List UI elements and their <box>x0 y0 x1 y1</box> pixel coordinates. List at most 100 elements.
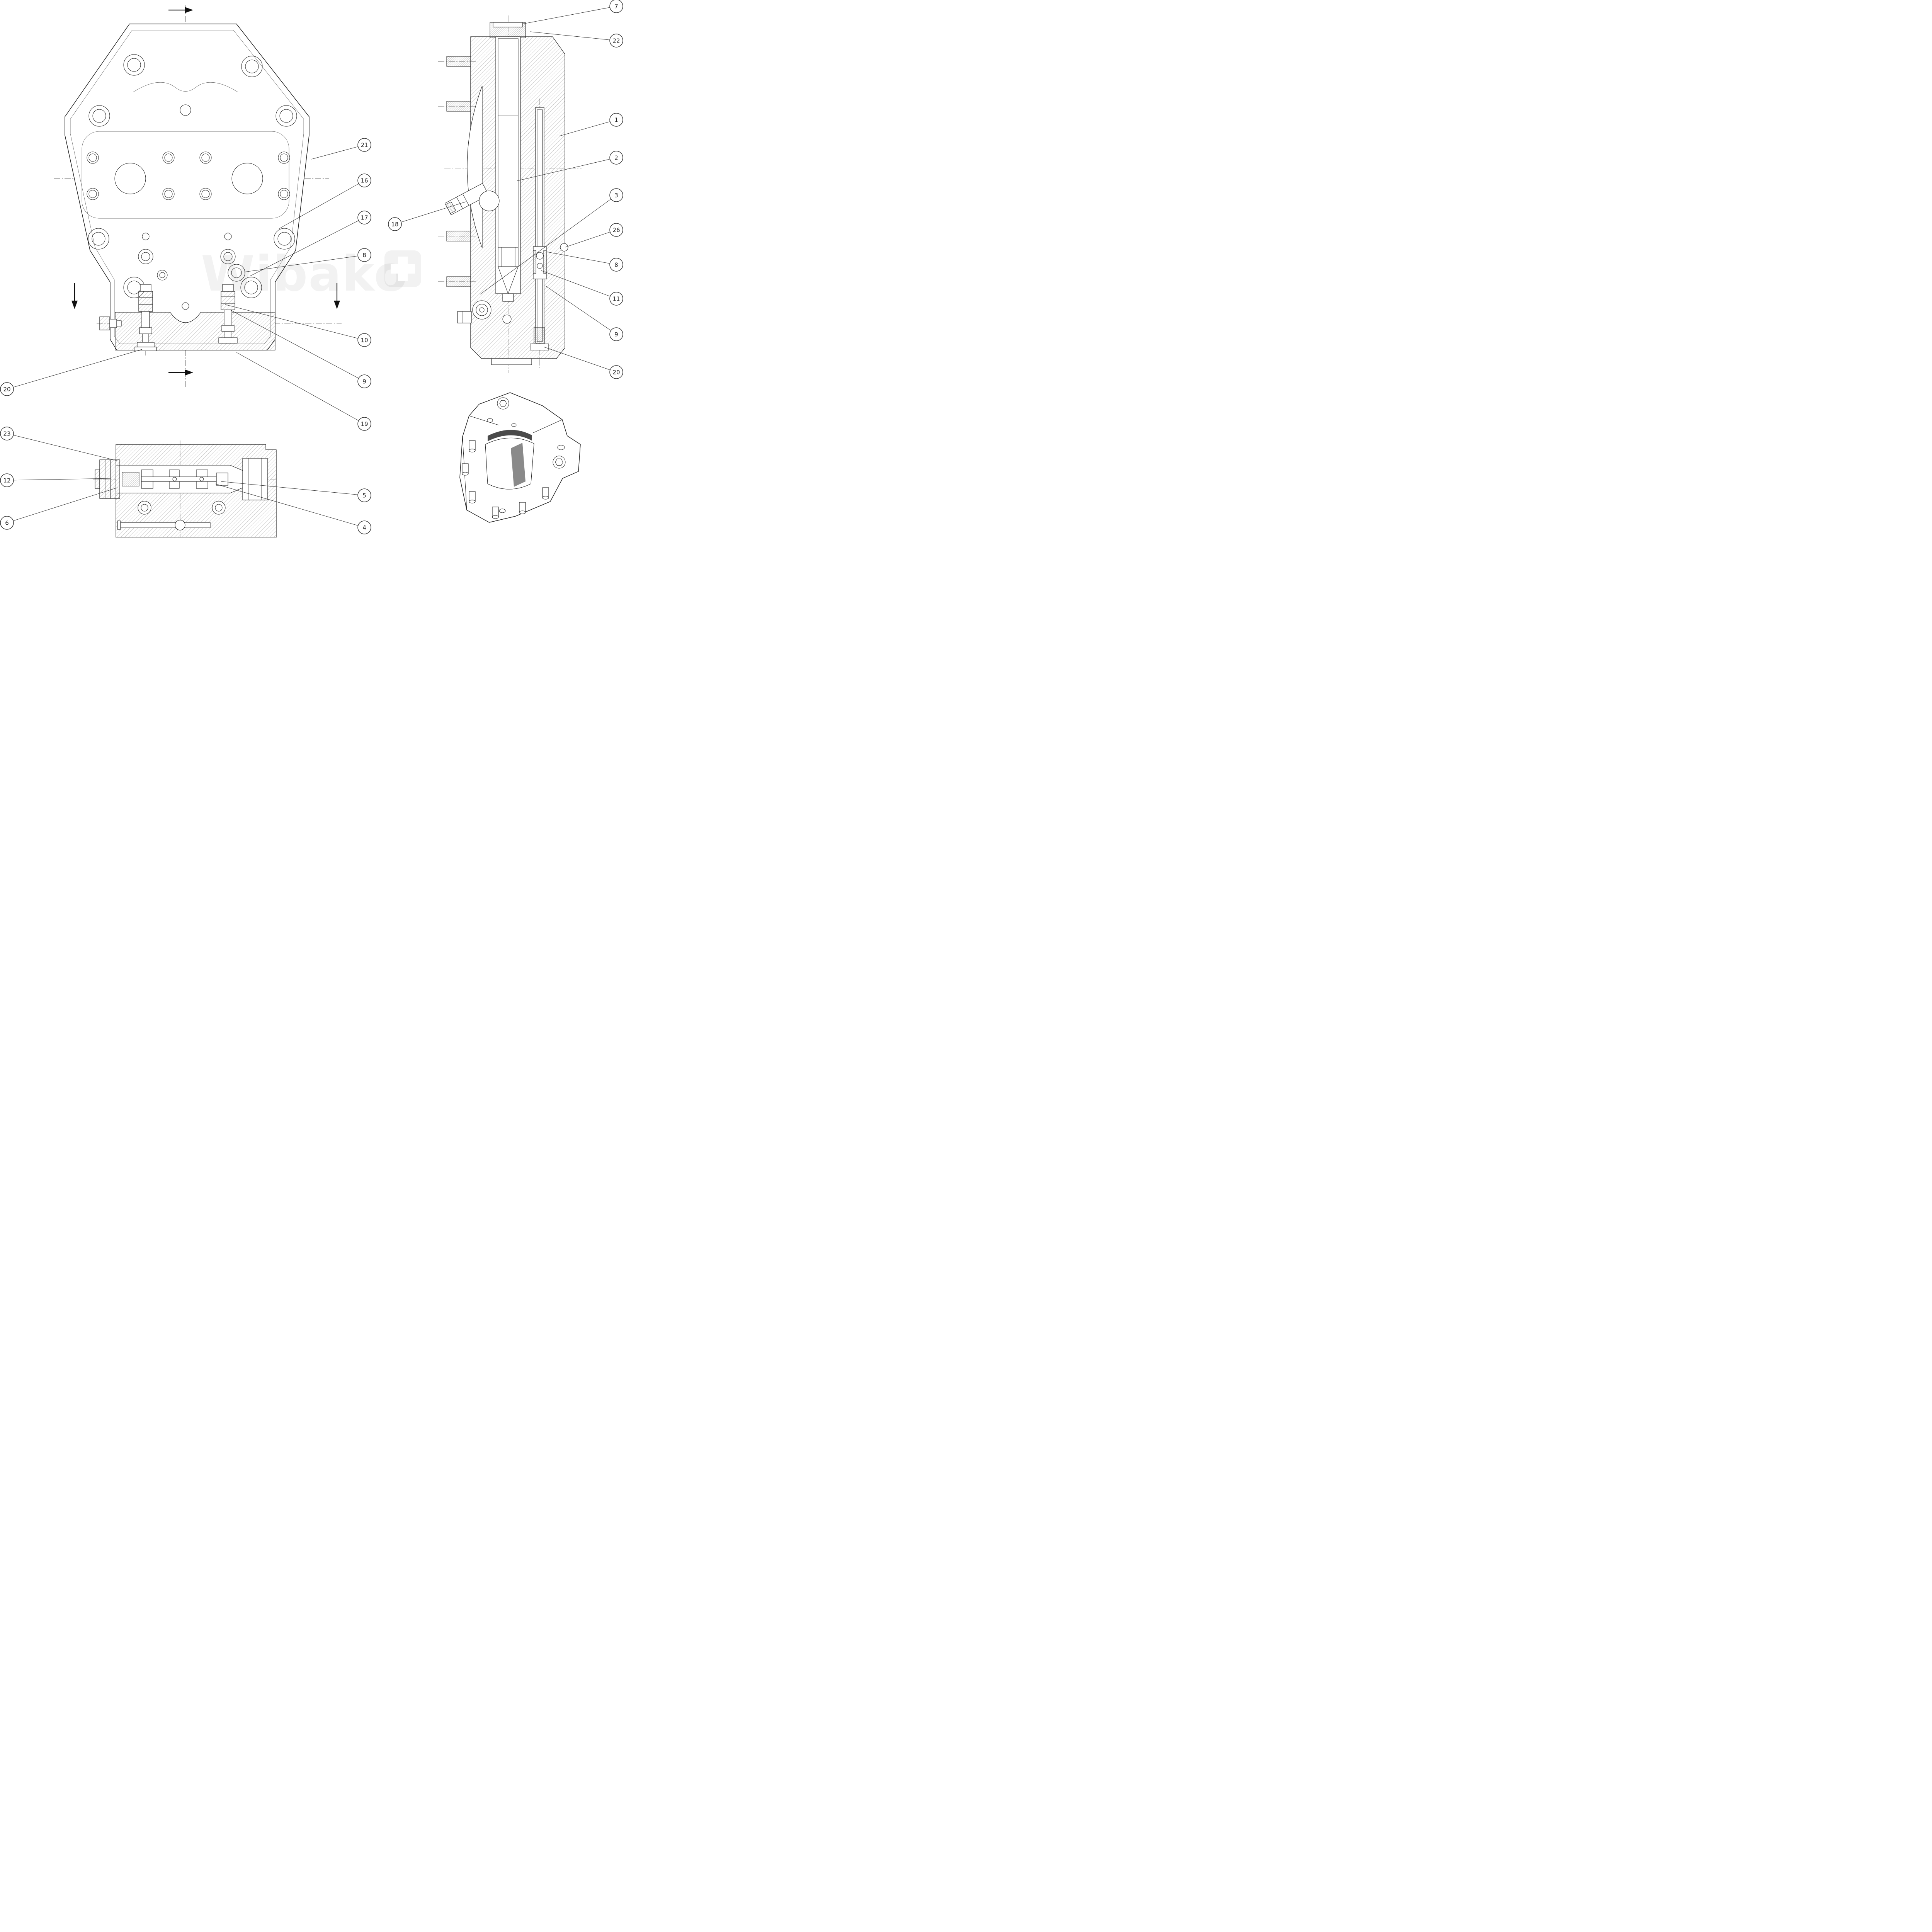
callout-number: 7 <box>614 3 618 10</box>
valve-cartridge-right <box>218 284 238 344</box>
callout-balloon-7: 7 <box>609 0 623 13</box>
leader-line <box>395 201 466 224</box>
callout-balloon-26: 26 <box>609 223 623 237</box>
leader-line <box>224 304 365 340</box>
callout-number: 22 <box>612 37 620 44</box>
leader-line <box>221 481 365 496</box>
callout-number: 11 <box>612 296 620 303</box>
port-holes <box>87 104 290 282</box>
callout-number: 5 <box>362 492 366 499</box>
callout-number: 2 <box>614 155 618 162</box>
callout-number: 18 <box>391 221 398 228</box>
callout-balloon-9: 9 <box>609 327 623 341</box>
callout-balloon-17: 17 <box>357 211 371 224</box>
valve-cartridge-left <box>134 284 157 351</box>
callout-number: 20 <box>3 386 10 393</box>
callout-number: 17 <box>361 214 368 221</box>
callout-balloon-19: 19 <box>357 417 371 431</box>
watermark: Wibako <box>201 245 421 302</box>
callout-balloon-20: 20 <box>0 382 14 396</box>
leader-line <box>7 349 143 389</box>
leader-line <box>244 255 365 272</box>
callout-number: 6 <box>5 520 9 527</box>
side-plug <box>99 316 122 330</box>
callout-number: 8 <box>362 252 366 259</box>
section-arrow-bottom <box>168 369 193 376</box>
callout-balloon-1: 1 <box>609 113 623 127</box>
leader-line <box>230 310 365 382</box>
callout-balloon-8: 8 <box>357 248 371 262</box>
studs <box>462 440 549 519</box>
leader-line <box>7 433 117 461</box>
callout-balloon-18: 18 <box>388 217 402 231</box>
callout-balloon-23: 23 <box>0 427 14 440</box>
leader-line <box>517 157 617 181</box>
callout-balloon-22: 22 <box>609 34 623 48</box>
front-view <box>54 5 342 388</box>
mounting-bolts <box>438 56 476 287</box>
callout-balloon-5: 5 <box>357 488 371 502</box>
leader-line <box>311 145 365 160</box>
callout-balloon-11: 11 <box>609 292 623 306</box>
leader-line <box>522 6 617 24</box>
leader-line <box>214 483 365 528</box>
callout-balloon-2: 2 <box>609 151 623 165</box>
callout-number: 8 <box>614 262 618 269</box>
leader-line <box>565 230 617 248</box>
leader-line <box>250 217 365 276</box>
callout-number: 1 <box>614 117 618 124</box>
callout-number: 26 <box>612 227 620 234</box>
callout-balloon-10: 10 <box>357 333 371 347</box>
relief-valve-channel <box>530 107 549 350</box>
callout-balloon-4: 4 <box>357 520 371 534</box>
leader-line <box>7 487 118 523</box>
callout-balloon-3: 3 <box>609 188 623 202</box>
callout-number: 20 <box>612 369 620 376</box>
callout-balloon-12: 12 <box>0 473 14 487</box>
leader-line <box>544 347 617 372</box>
callout-number: 16 <box>361 177 368 184</box>
valve-section-view <box>93 440 278 537</box>
callout-number: 12 <box>3 477 10 484</box>
callout-number: 9 <box>614 331 618 338</box>
hex-bolt-top <box>497 397 509 410</box>
leader-line <box>236 352 365 424</box>
leader-line <box>7 478 111 481</box>
callout-number: 4 <box>362 524 366 531</box>
leader-line <box>545 286 617 335</box>
lower-boss <box>457 300 532 365</box>
hex-nut-side <box>487 418 566 513</box>
valve-spool <box>141 469 228 489</box>
saddle-surface <box>485 430 534 490</box>
callout-balloon-8: 8 <box>609 258 623 272</box>
section-arrow-right <box>334 283 340 309</box>
leader-line <box>541 270 617 299</box>
bore-arc <box>467 85 483 248</box>
port-fitting <box>444 183 489 215</box>
callout-balloon-6: 6 <box>0 516 14 530</box>
leader-line <box>480 195 617 295</box>
cylinder-bore <box>495 36 521 302</box>
lower-features <box>117 501 226 531</box>
callout-number: 3 <box>614 192 618 199</box>
leader-line <box>559 119 617 136</box>
callout-balloon-9: 9 <box>357 374 371 388</box>
callout-number: 19 <box>361 421 368 428</box>
leader-line <box>279 180 365 229</box>
side-section-view <box>438 15 582 373</box>
callout-balloon-16: 16 <box>357 173 371 187</box>
valve-plug <box>95 459 139 499</box>
watermark-logo-icon <box>384 250 421 287</box>
watermark-text: Wibako <box>201 245 408 302</box>
callout-balloon-20: 20 <box>609 365 623 379</box>
isometric-view <box>459 392 581 523</box>
callout-balloon-21: 21 <box>357 138 371 152</box>
parts-diagram: Wibako 722123268119202116178109191820231… <box>0 0 623 537</box>
leader-line <box>530 31 617 41</box>
section-arrow-top <box>168 7 193 13</box>
leader-line <box>547 252 617 265</box>
callout-number: 10 <box>361 337 368 344</box>
callout-number: 23 <box>3 430 10 437</box>
